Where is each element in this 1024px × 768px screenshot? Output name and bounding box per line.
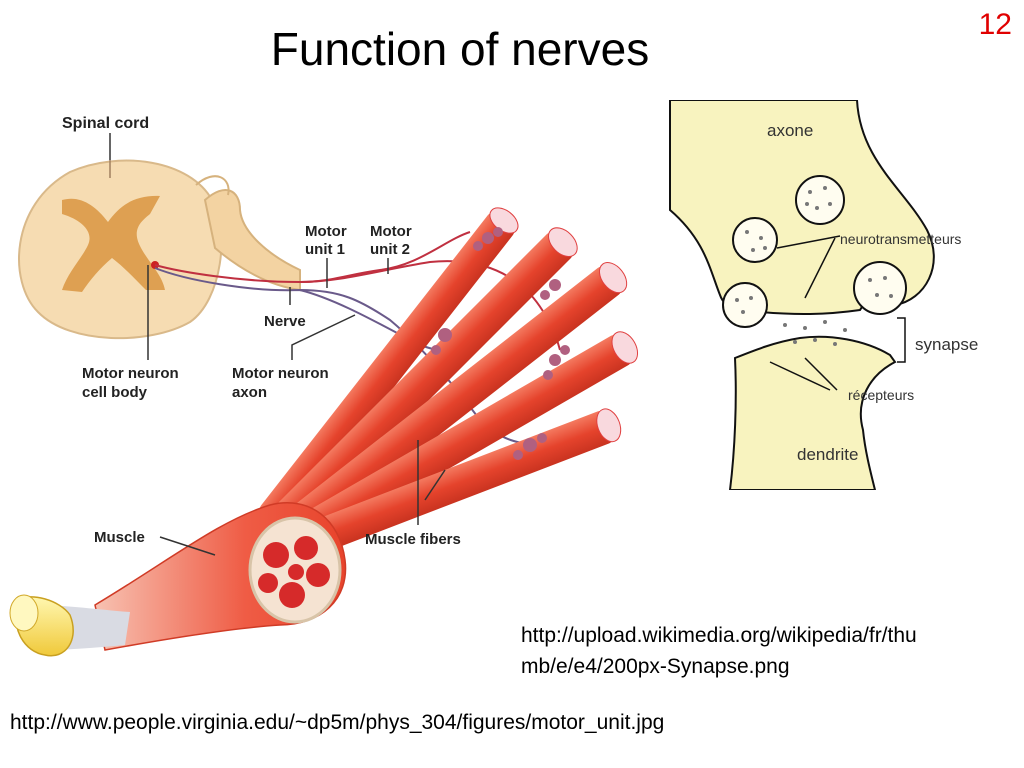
neuromuscular-junctions	[431, 227, 570, 460]
muscle-fibers-group	[259, 207, 639, 555]
label-recepteurs: récepteurs	[848, 387, 914, 403]
spinal-cord	[18, 159, 301, 340]
label-axon-line2: axon	[232, 384, 267, 401]
synapse-source-line2: mb/e/e4/200px-Synapse.png	[521, 655, 790, 678]
label-cell-body-line2: cell body	[82, 384, 148, 401]
muscle	[9, 502, 347, 657]
label-axone: axone	[767, 121, 813, 140]
label-muscle-fibers: Muscle fibers	[365, 531, 461, 548]
neurotransmitter-dots	[735, 186, 893, 346]
vesicle	[732, 217, 778, 263]
label-dendrite: dendrite	[797, 445, 858, 464]
muscle-fiber	[293, 331, 639, 548]
muscle-fiber	[270, 227, 578, 535]
slide-number: 12	[978, 8, 1012, 41]
label-axon-line1: Motor neuron	[232, 365, 329, 382]
label-neurotransmetteurs: neurotransmetteurs	[840, 231, 961, 247]
label-muscle: Muscle	[94, 529, 145, 546]
motor-unit-source-caption: http://www.people.virginia.edu/~dp5m/phy…	[10, 711, 665, 734]
gray-matter	[62, 195, 165, 292]
label-motor-unit-1-line2: unit 1	[305, 241, 345, 258]
synapse-leader-lines	[769, 235, 906, 391]
muscle-fiber	[281, 262, 628, 541]
label-cell-body-line1: Motor neuron	[82, 365, 179, 382]
leader-lines	[109, 133, 446, 556]
label-motor-unit-2-line1: Motor	[370, 223, 412, 240]
vesicle	[722, 282, 768, 328]
synapse-source-line1: http://upload.wikimedia.org/wikipedia/fr…	[521, 624, 917, 647]
label-spinal-cord: Spinal cord	[62, 115, 149, 132]
synapse-source-caption: http://upload.wikimedia.org/wikipedia/fr…	[521, 620, 917, 682]
label-synapse: synapse	[915, 335, 978, 354]
vesicle	[853, 261, 907, 315]
label-motor-unit-2-line2: unit 2	[370, 241, 410, 258]
vesicle	[795, 175, 845, 225]
slide-title: Function of nerves	[270, 23, 650, 75]
synapse-diagram: axone neurotransmetteurs synapse récepte…	[669, 100, 978, 490]
dendrite	[728, 335, 897, 490]
label-motor-unit-1-line1: Motor	[305, 223, 347, 240]
label-nerve: Nerve	[264, 313, 306, 330]
